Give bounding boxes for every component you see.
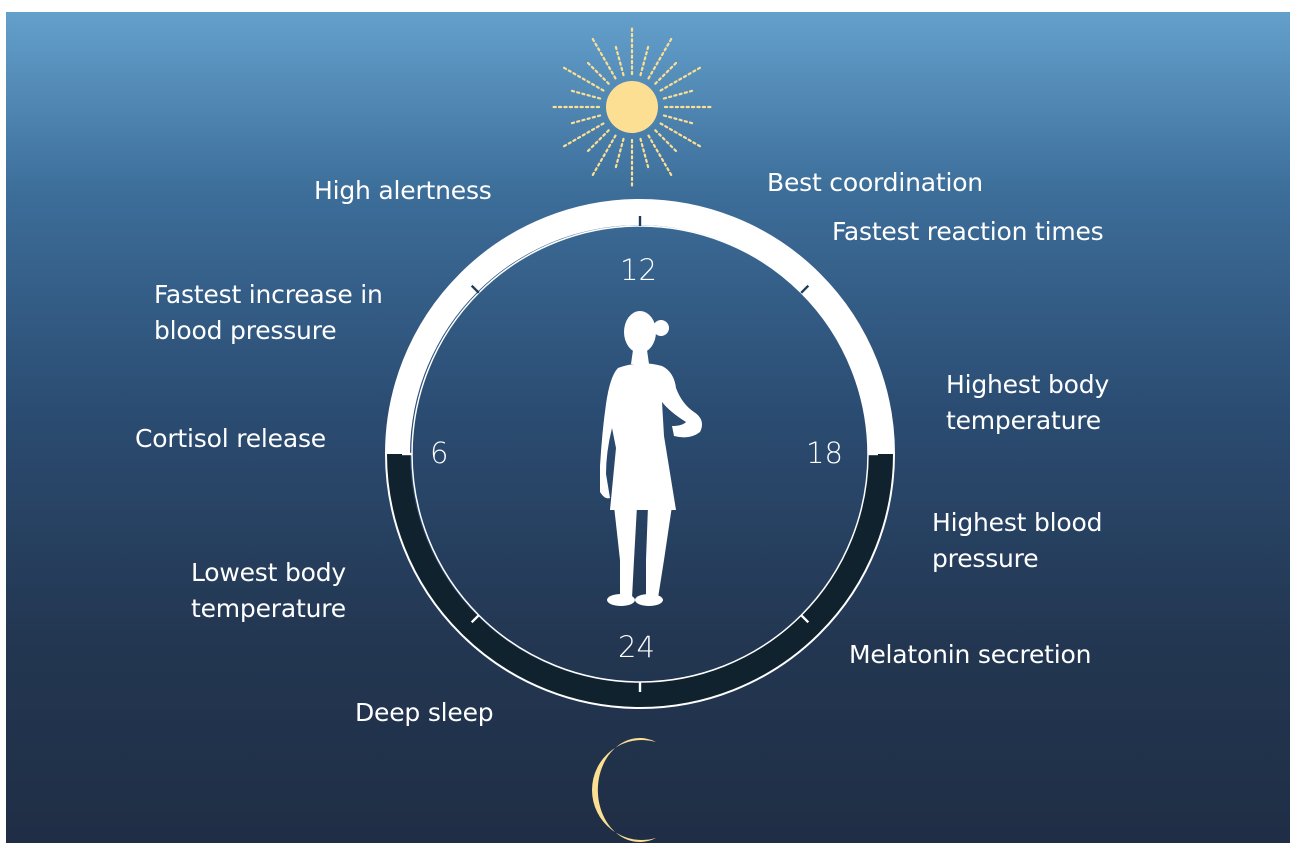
sun-ray xyxy=(647,134,674,178)
label-fastest-bp-increase-line1: Fastest increase in xyxy=(154,280,383,309)
label-high-alertness: High alertness xyxy=(314,176,492,205)
hour-label-24: 24 xyxy=(618,630,655,664)
hour-label-6: 6 xyxy=(430,436,449,470)
label-highest-temp-line1: Highest body xyxy=(946,370,1110,399)
label-cortisol-release: Cortisol release xyxy=(135,424,326,453)
sun-ray xyxy=(561,65,605,92)
label-lowest-temp-line1: Lowest body xyxy=(191,558,347,587)
hour-label-12: 12 xyxy=(620,253,657,287)
clock-tick xyxy=(800,614,810,624)
label-best-coordination: Best coordination xyxy=(767,168,983,197)
crescent-moon-icon xyxy=(592,738,656,843)
clock-tick xyxy=(470,284,480,294)
sun-ray xyxy=(639,44,650,77)
sun-ray xyxy=(614,44,625,77)
sun-ray xyxy=(659,65,703,92)
sun-ray xyxy=(614,137,625,170)
sun-ray xyxy=(561,122,605,149)
sun-ray xyxy=(585,60,610,85)
sun-ray xyxy=(585,129,610,154)
sun-ray xyxy=(590,36,617,80)
label-lowest-temp-line2: temperature xyxy=(191,594,346,623)
sun-ray xyxy=(654,60,679,85)
clock-tick xyxy=(800,284,810,294)
sun-ray xyxy=(654,129,679,154)
hour-label-18: 18 xyxy=(806,436,843,470)
sun-ray xyxy=(639,137,650,170)
sun-ray xyxy=(569,114,602,125)
clock-ring xyxy=(385,199,895,709)
sun-ray xyxy=(662,89,695,100)
clock-artwork xyxy=(385,25,895,843)
label-fastest-bp-increase-line2: blood pressure xyxy=(154,316,337,345)
sun-ray xyxy=(647,36,674,80)
sun-icon xyxy=(550,25,714,189)
woman-silhouette xyxy=(600,311,702,606)
label-highest-bp-line1: Highest blood xyxy=(932,508,1103,537)
label-fastest-reaction-times: Fastest reaction times xyxy=(832,217,1104,246)
sun-ray xyxy=(659,122,703,149)
clock-tick xyxy=(470,614,480,624)
sun-ray xyxy=(590,134,617,178)
night-half-ring xyxy=(386,454,894,708)
day-half-ring xyxy=(386,200,894,454)
sun-ray xyxy=(569,89,602,100)
circadian-diagram: 12 6 18 24 High alertness Best coordinat… xyxy=(6,12,1290,843)
label-highest-temp-line2: temperature xyxy=(946,406,1101,435)
sun-ray xyxy=(662,114,695,125)
label-highest-bp-line2: pressure xyxy=(932,544,1039,573)
label-deep-sleep: Deep sleep xyxy=(355,698,494,727)
label-melatonin-secretion: Melatonin secretion xyxy=(849,640,1092,669)
